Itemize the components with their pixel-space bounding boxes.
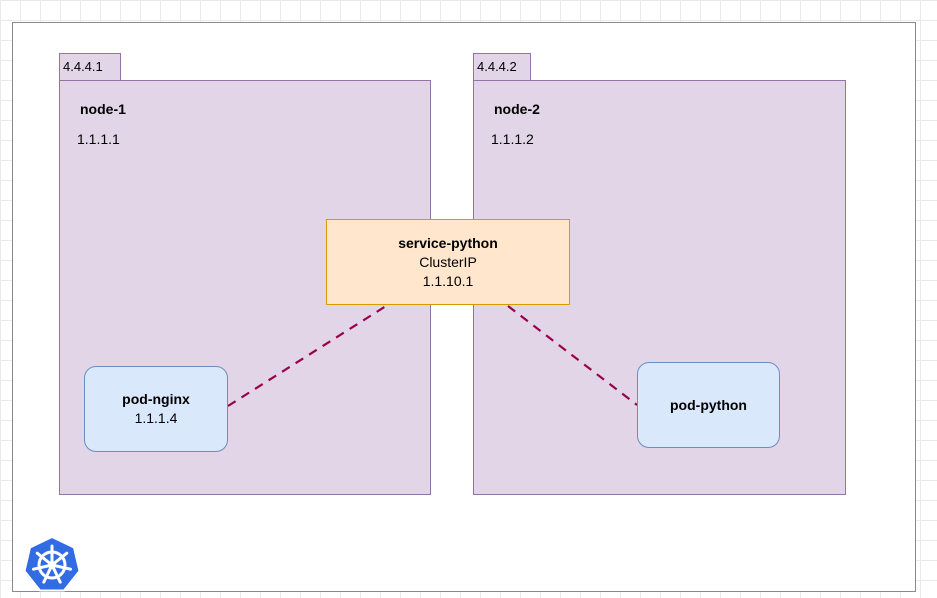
node-1-ip: 1.1.1.1 bbox=[77, 131, 120, 147]
service-name: service-python bbox=[398, 234, 498, 251]
pod-nginx-name: pod-nginx bbox=[122, 391, 190, 407]
node-2-ip: 1.1.1.2 bbox=[491, 131, 534, 147]
service-python-box[interactable]: service-python ClusterIP 1.1.10.1 bbox=[326, 219, 570, 305]
service-type: ClusterIP bbox=[419, 253, 477, 270]
pod-nginx-ip: 1.1.1.4 bbox=[134, 410, 178, 426]
node-1-title: node-1 bbox=[80, 101, 126, 117]
node-1-external-ip-tab: 4.4.4.1 bbox=[59, 53, 121, 81]
pod-python-name: pod-python bbox=[670, 396, 747, 413]
node-2-external-ip: 4.4.4.2 bbox=[477, 59, 517, 74]
kubernetes-logo-icon bbox=[22, 535, 82, 593]
pod-nginx-box[interactable]: pod-nginx 1.1.1.4 bbox=[84, 366, 228, 452]
pod-python-box[interactable]: pod-python bbox=[637, 362, 780, 448]
node-2-title: node-2 bbox=[494, 101, 540, 117]
node-1-external-ip: 4.4.4.1 bbox=[63, 59, 103, 74]
connector-nginx-to-service bbox=[227, 305, 387, 407]
connector-service-to-python bbox=[507, 305, 638, 406]
service-ip: 1.1.10.1 bbox=[422, 272, 474, 289]
